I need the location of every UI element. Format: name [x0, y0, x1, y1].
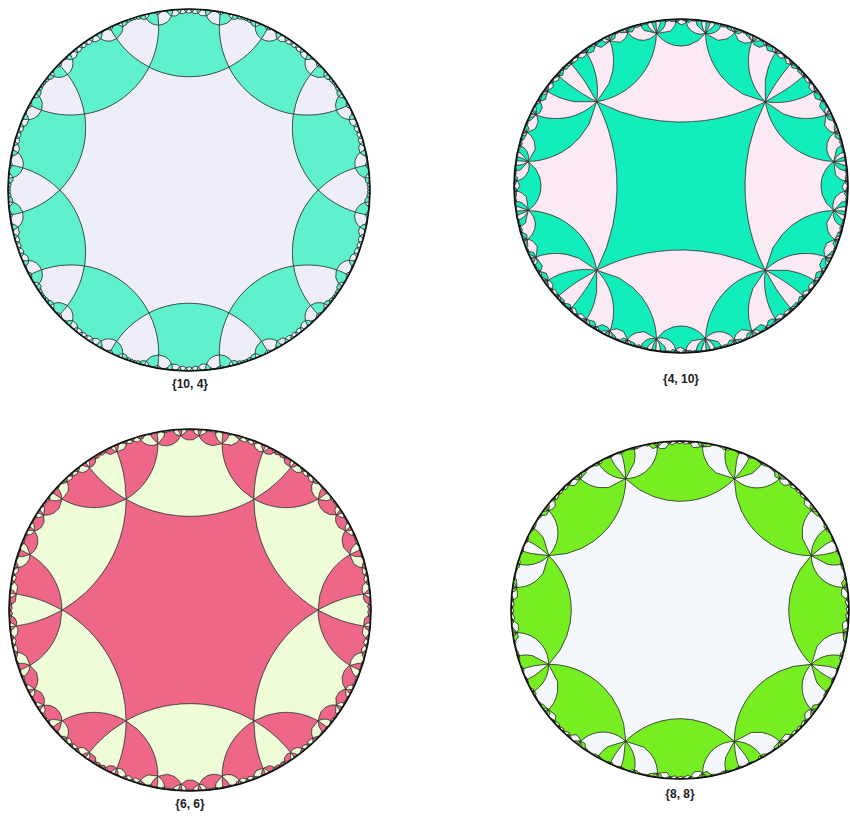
tiling-label: {6, 6}	[173, 797, 206, 811]
disk-boundary	[9, 429, 371, 791]
disk-ground	[9, 429, 371, 791]
tile-set	[8, 9, 370, 371]
disk-ground	[8, 9, 370, 371]
tile-set	[8, 9, 370, 371]
disk-boundary	[8, 9, 370, 371]
tile-set	[514, 19, 848, 353]
hyperbolic-tiling	[7, 8, 371, 372]
tile-set	[514, 19, 848, 353]
hyperbolic-tiling	[8, 428, 372, 792]
hyperbolic-tiling	[513, 18, 849, 354]
tiling-label: {4, 10}	[661, 372, 701, 386]
tile-set	[9, 429, 371, 791]
hyperbolic-tiling	[510, 440, 850, 780]
disk-boundary	[514, 19, 848, 353]
disk-ground	[514, 19, 848, 353]
disk-boundary	[511, 441, 849, 779]
tiling-label: {10, 4}	[170, 377, 210, 391]
disk-ground	[511, 441, 849, 779]
tiling-label: {8, 8}	[663, 787, 696, 801]
tile-set	[511, 441, 849, 779]
tile-set	[511, 441, 849, 779]
tile-set	[9, 429, 371, 791]
